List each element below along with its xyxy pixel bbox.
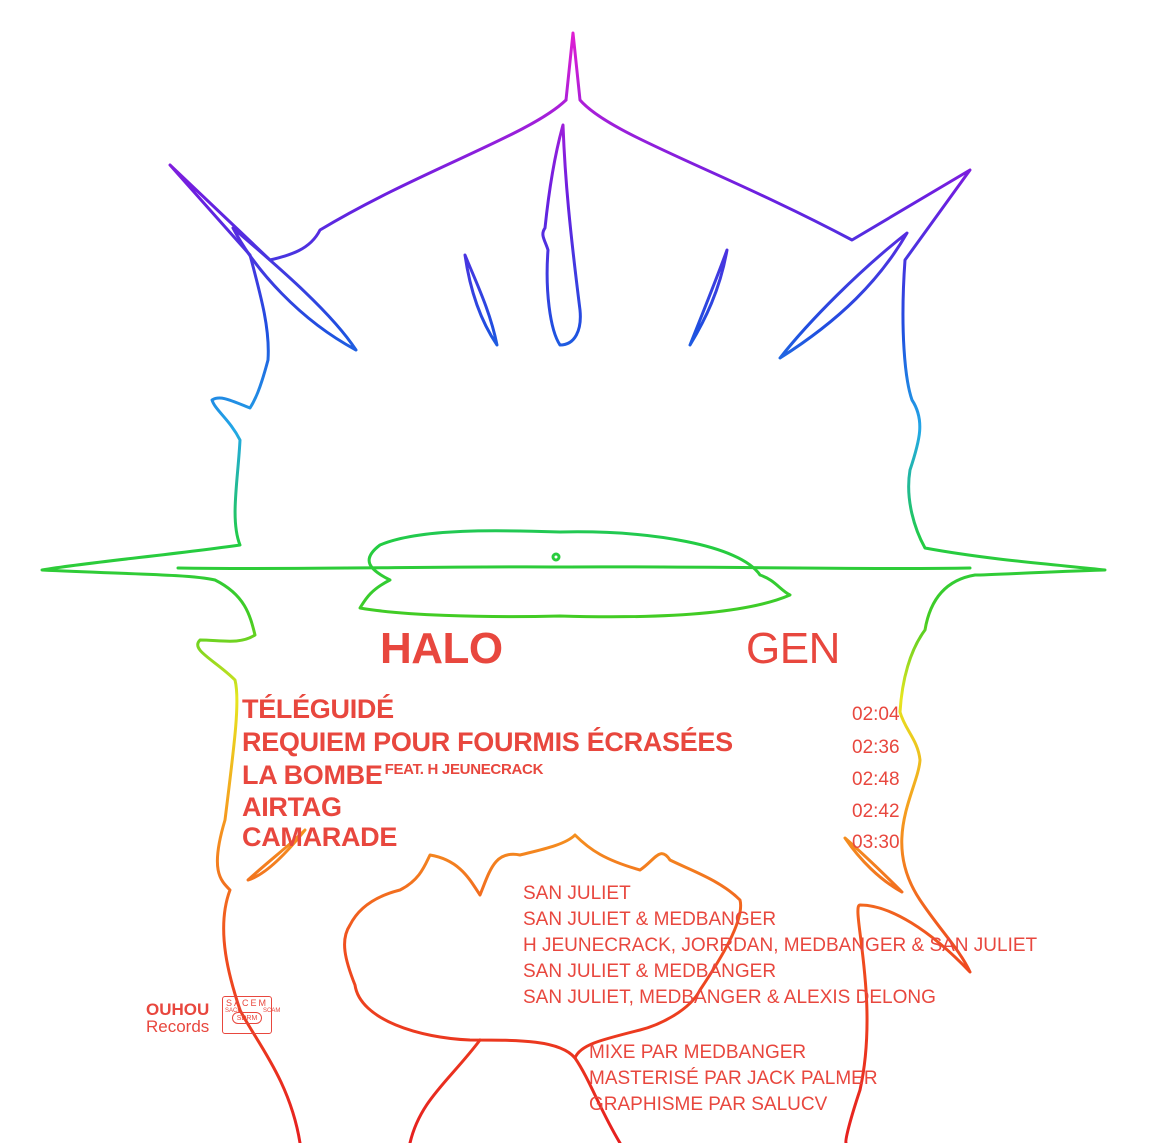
track-credits: SAN JULIET & MEDBANGER <box>523 909 777 930</box>
album-title-left: HALO <box>380 624 503 673</box>
spike-left-small <box>463 253 499 347</box>
staff-credit: MASTERISÉ PAR JACK PALMER <box>589 1068 878 1089</box>
track-feat: FEAT. H JEUNECRACK <box>384 761 544 778</box>
spike-right-small <box>688 248 729 347</box>
track-title: AIRTAG <box>242 792 342 822</box>
track-credits: SAN JULIET & MEDBANGER <box>523 961 777 982</box>
scam-text: SCAM <box>263 1008 281 1014</box>
sdrm-pill: SDRM <box>232 1012 262 1024</box>
bottom-tail <box>408 1038 622 1143</box>
label-sub: Records <box>146 1017 210 1036</box>
track-duration: 03:30 <box>852 832 900 853</box>
spike-left-long <box>231 226 358 352</box>
label-name: OUHOU <box>146 1000 210 1019</box>
track-credits: SAN JULIET <box>523 883 631 904</box>
album-title-right: GEN <box>746 624 840 673</box>
track-duration: 02:42 <box>852 801 900 822</box>
halo-brim <box>176 565 972 571</box>
sacem-logo: SACEM SDRM SACD SCAM <box>222 996 281 1034</box>
staff-credit: GRAPHISME PAR SALUCV <box>589 1094 828 1115</box>
track-duration: 02:48 <box>852 769 900 790</box>
track-title: REQUIEM POUR FOURMIS ÉCRASÉES <box>242 727 733 757</box>
halo-outline <box>564 31 1107 1143</box>
spike-right-long <box>778 231 909 360</box>
track-credits: SAN JULIET, MEDBANGER & ALEXIS DELONG <box>523 987 936 1008</box>
spike-lower-right <box>843 836 904 894</box>
staff-credit: MIXE PAR MEDBANGER <box>589 1042 807 1063</box>
halo-eye <box>358 529 792 619</box>
lower-blob <box>343 833 743 1060</box>
sacem-text: SACEM <box>225 998 268 1008</box>
halo-eye-dot <box>551 552 561 562</box>
track-credits: H JEUNECRACK, JORRDAN, MEDBANGER & SAN J… <box>523 935 1038 956</box>
track-title: CAMARADE <box>242 822 398 852</box>
spike-center <box>541 123 582 347</box>
track-title: TÉLÉGUIDÉ <box>242 694 394 724</box>
halo-outline-left <box>40 98 568 1143</box>
spike-lower-left <box>246 828 307 882</box>
track-duration: 02:04 <box>852 704 900 725</box>
sacd-text: SACD <box>225 1008 242 1014</box>
track-duration: 02:36 <box>852 737 900 758</box>
label-logo: OUHOU Records <box>146 1001 209 1035</box>
